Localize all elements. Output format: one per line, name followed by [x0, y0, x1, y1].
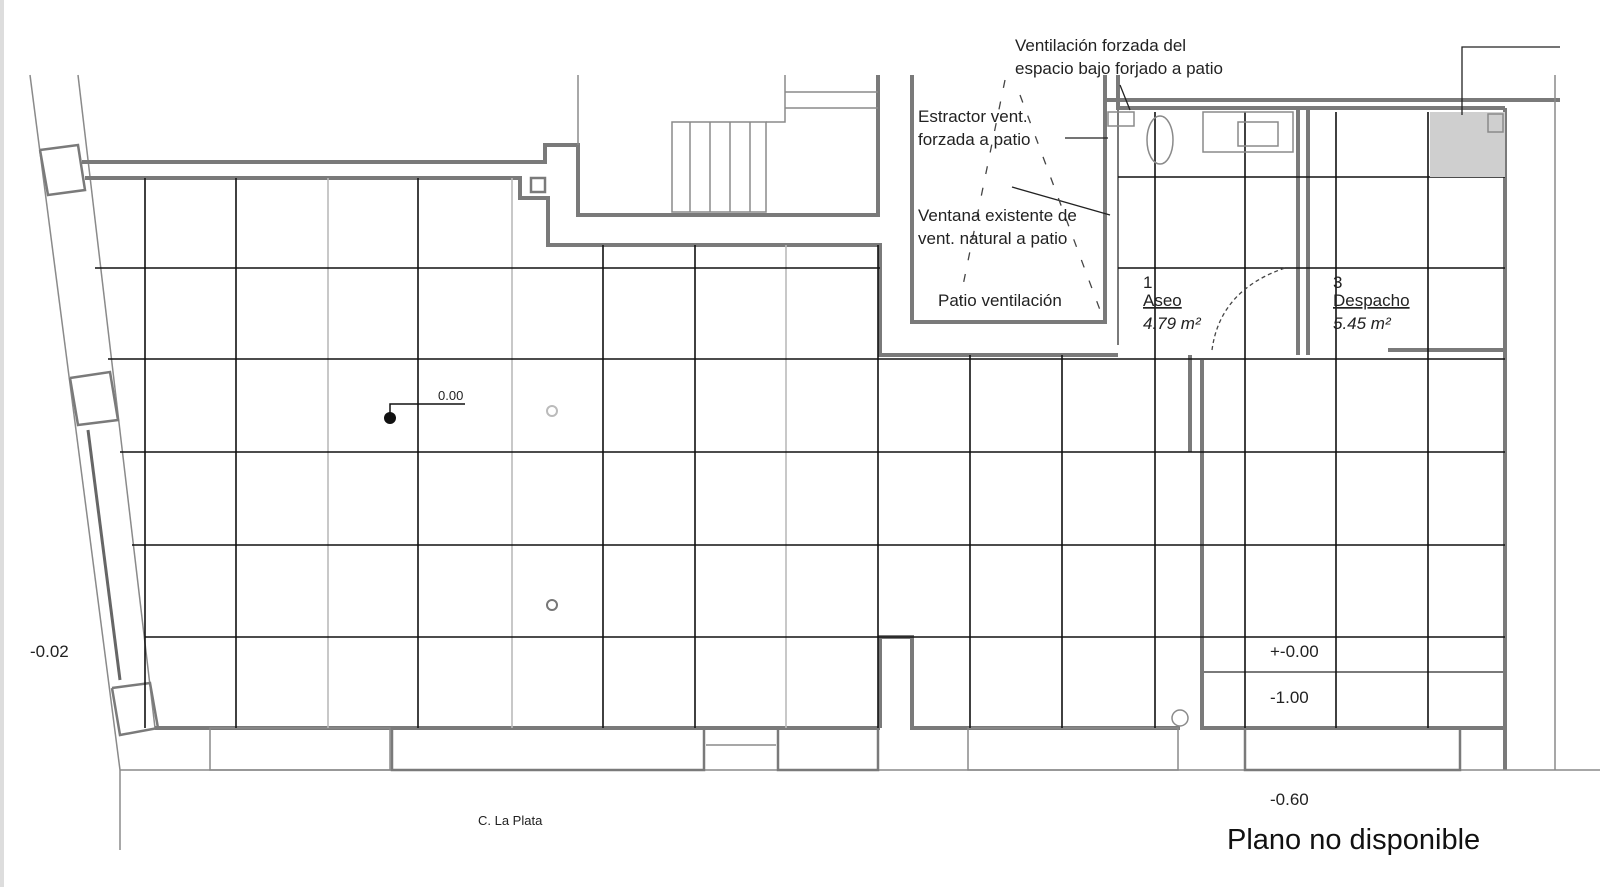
column-marker [546, 405, 558, 417]
level-street: -0.60 [1270, 790, 1309, 809]
room-area: 4.79 m² [1143, 314, 1202, 333]
room-name: Despacho [1333, 291, 1410, 310]
level-step-top: +-0.00 [1270, 642, 1319, 661]
annotation-extractor-1: Estractor vent. [918, 107, 1028, 126]
level-marker [384, 403, 465, 424]
street-name: C. La Plata [478, 813, 543, 828]
walls [82, 75, 1560, 770]
stairs [671, 75, 878, 213]
bathroom-fixtures [1107, 111, 1505, 727]
annotation-forced-ventilation-1: Ventilación forzada del [1015, 36, 1186, 55]
tile-grid [95, 112, 1505, 728]
room-name: Aseo [1143, 291, 1182, 310]
leader-lines [959, 46, 1560, 311]
level-step-low: -1.00 [1270, 688, 1309, 707]
annotation-window-1: Ventana existente de [918, 206, 1077, 225]
level-main: 0.00 [438, 388, 463, 403]
patio-label: Patio ventilación [938, 291, 1062, 310]
annotation-forced-ventilation-2: espacio bajo forjado a patio [1015, 59, 1223, 78]
room-area: 5.45 m² [1333, 314, 1392, 333]
annotation-window-2: vent. natural a patio [918, 229, 1067, 248]
page-edge [0, 0, 4, 887]
street-facade [119, 726, 1600, 850]
column-marker [546, 599, 558, 611]
annotation-extractor-2: forzada a patio [918, 130, 1030, 149]
plan-unavailable-notice: Plano no disponible [1227, 824, 1480, 856]
room-number: 3 [1333, 273, 1342, 292]
level-left: -0.02 [30, 642, 69, 661]
room-number: 1 [1143, 273, 1152, 292]
